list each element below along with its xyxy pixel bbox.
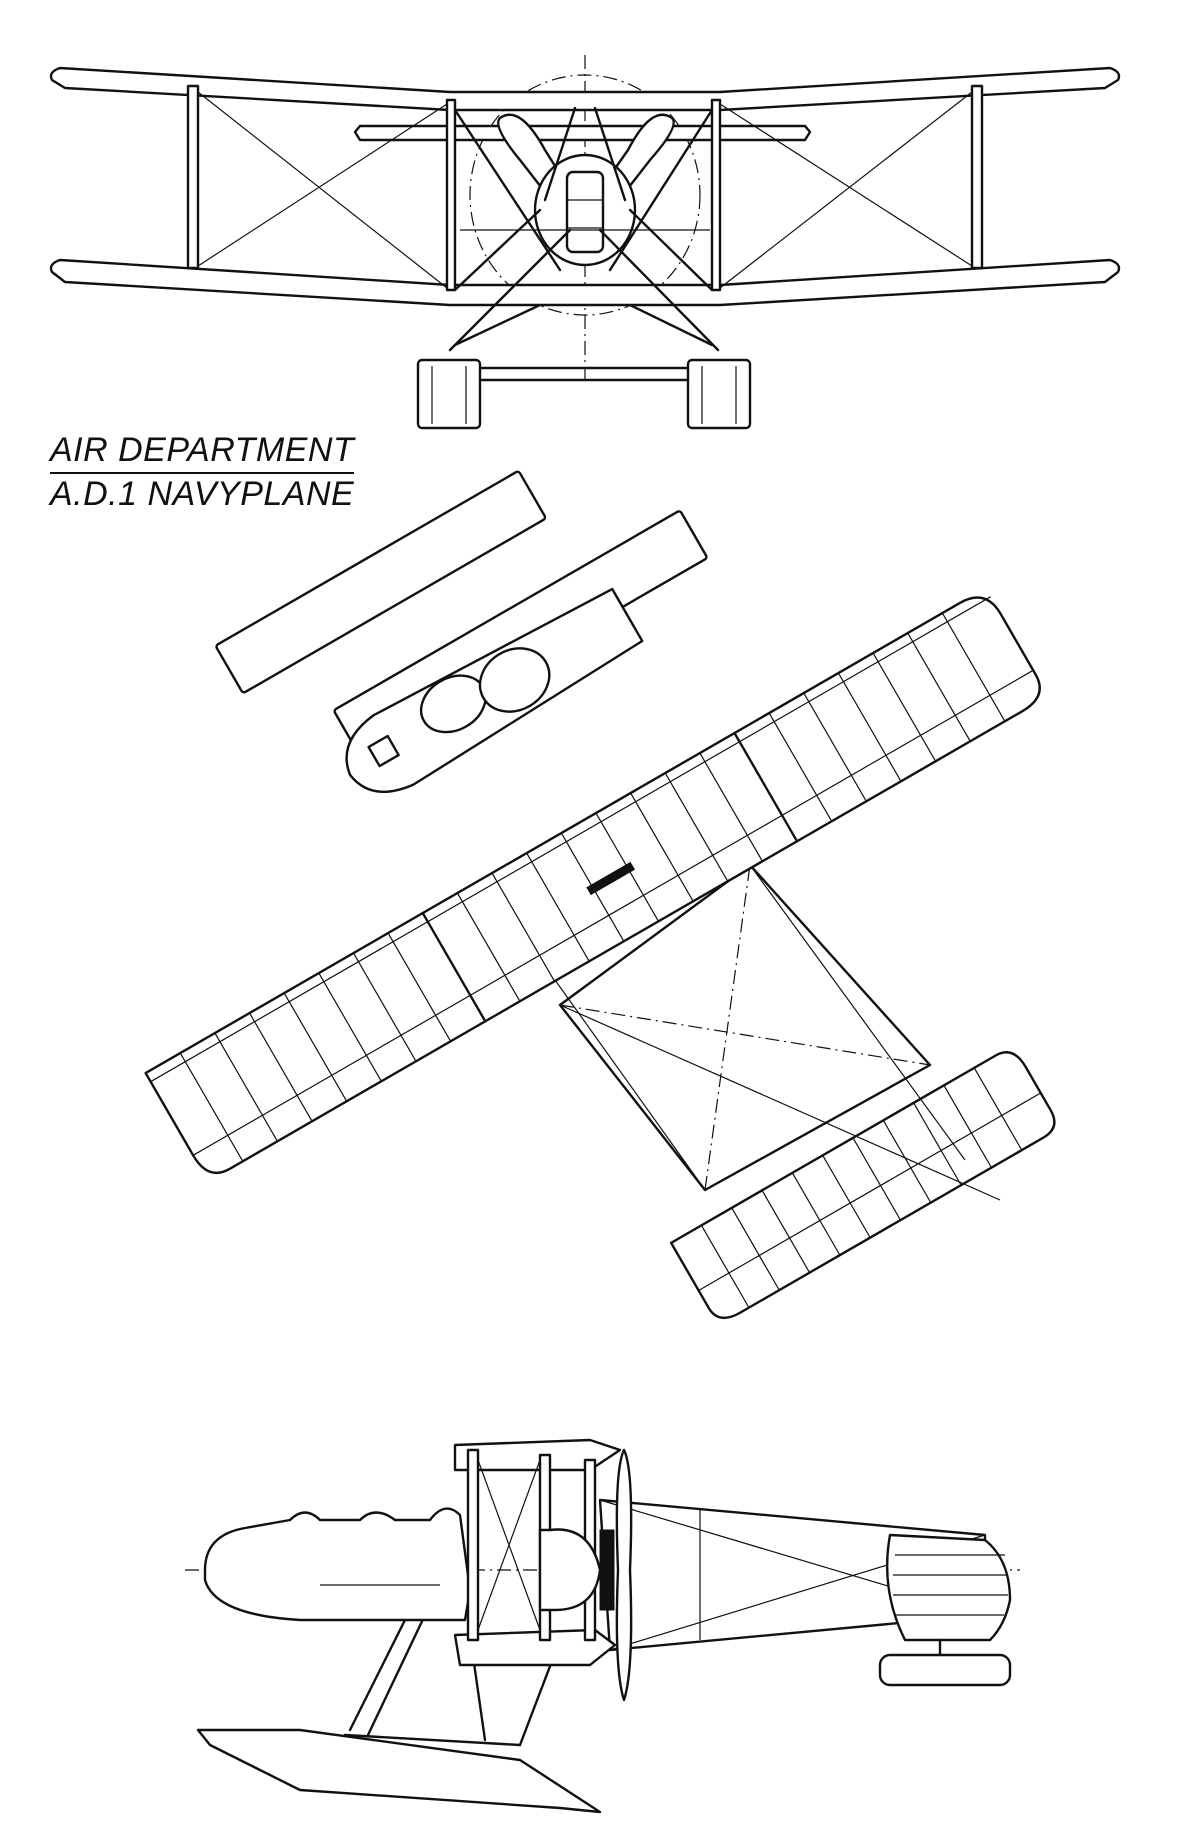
side-float bbox=[196, 1728, 602, 1814]
plan-main-wing bbox=[144, 596, 1041, 1174]
front-view bbox=[49, 55, 1121, 430]
plan-tailplane bbox=[669, 1051, 1056, 1320]
front-floats bbox=[416, 358, 752, 430]
side-rudder bbox=[885, 1533, 1012, 1642]
front-float-struts bbox=[448, 106, 720, 352]
side-float-struts bbox=[343, 1608, 562, 1747]
title-aircraft: A.D.1 NAVYPLANE bbox=[50, 475, 355, 513]
plan-hull bbox=[345, 587, 644, 793]
side-engine bbox=[538, 1528, 602, 1612]
side-engine-cylinders bbox=[599, 1529, 615, 1611]
plan-fuselage-frame bbox=[504, 863, 1001, 1201]
front-lower-wing bbox=[49, 258, 1121, 307]
front-bracing-wires bbox=[197, 91, 973, 289]
title-block: AIR DEPARTMENT A.D.1 NAVYPLANE bbox=[50, 430, 370, 514]
front-upper-wing bbox=[49, 66, 1121, 112]
side-propeller bbox=[615, 1448, 633, 1702]
front-radiator bbox=[565, 170, 605, 254]
side-hull bbox=[203, 1507, 472, 1622]
side-view bbox=[185, 1438, 1020, 1814]
side-tail-float bbox=[878, 1653, 1012, 1687]
front-interplane-struts bbox=[186, 84, 984, 292]
front-tailplane bbox=[353, 124, 812, 142]
title-manufacturer: AIR DEPARTMENT bbox=[50, 430, 355, 474]
plan-view bbox=[144, 470, 1056, 1320]
